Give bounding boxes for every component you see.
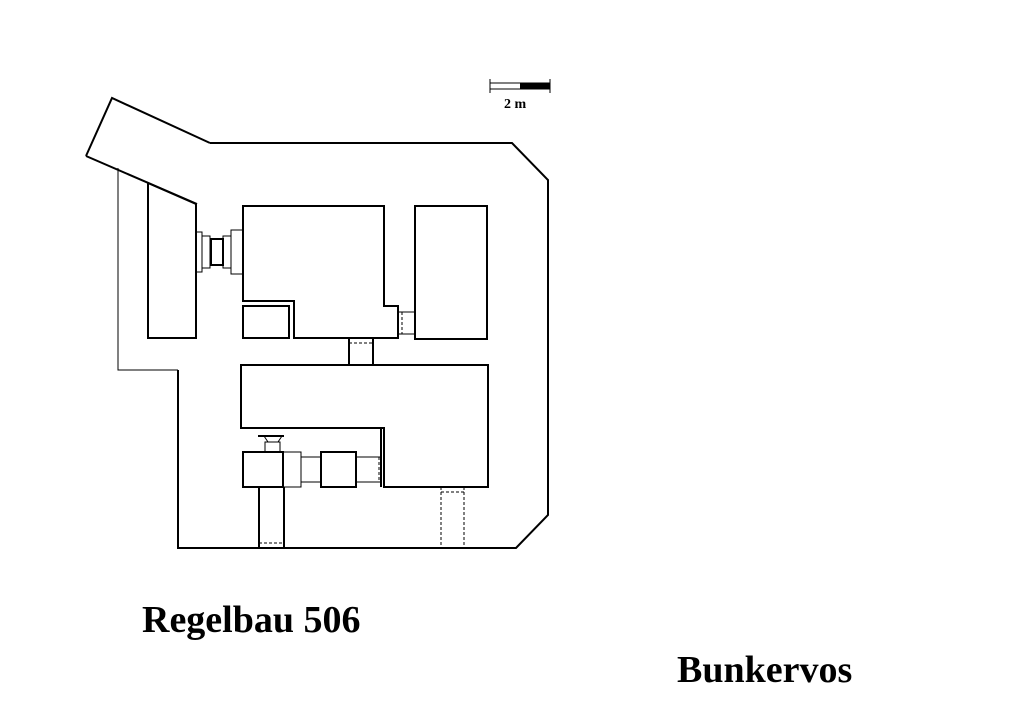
lower-annex	[242, 428, 382, 488]
left-passage-wall	[117, 168, 178, 371]
left-room	[147, 181, 197, 339]
exit-passage-right	[440, 487, 465, 548]
small-store-room	[242, 305, 290, 339]
right-connector	[397, 311, 416, 335]
embrasure-connector	[195, 229, 244, 275]
periscope-symbol	[258, 435, 284, 453]
outer-wall	[177, 142, 549, 549]
scale-bar-label: 2 m	[504, 97, 527, 112]
lower-main-room	[240, 364, 489, 488]
author-credit: Bunkervos	[677, 649, 853, 691]
upper-middle-room	[242, 205, 399, 339]
drawing-title: Regelbau 506	[142, 599, 361, 641]
central-corridor	[348, 339, 374, 364]
upper-right-room	[414, 205, 488, 340]
exit-passage-left	[258, 487, 285, 548]
scale-bar	[489, 79, 551, 93]
